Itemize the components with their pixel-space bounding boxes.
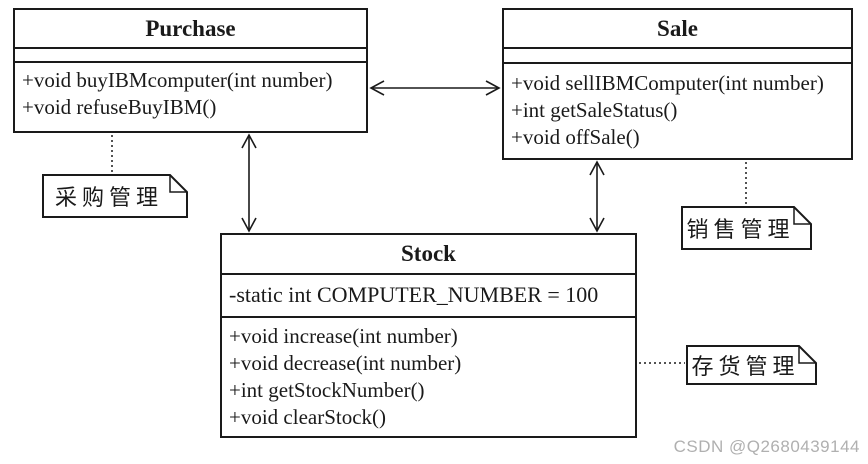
class-purchase-methods: +void buyIBMcomputer(int number) +void r… (15, 63, 366, 131)
note-shape-icon (42, 174, 188, 218)
note-purchase-management: 采购管理 (42, 174, 188, 218)
class-sale-methods: +void sellIBMComputer(int number) +int g… (504, 64, 851, 158)
method: +int getStockNumber() (229, 378, 425, 402)
method: +void refuseBuyIBM() (22, 95, 217, 119)
method: +void buyIBMcomputer(int number) (22, 68, 333, 92)
class-purchase: Purchase +void buyIBMcomputer(int number… (13, 8, 368, 133)
note-sale-management: 销售管理 (681, 206, 812, 250)
note-shape-icon (686, 345, 817, 385)
note-text: 采购管理 (54, 185, 163, 210)
note-text: 销售管理 (686, 217, 795, 242)
class-purchase-title: Purchase (15, 10, 366, 49)
association-purchase-stock-arrow (241, 133, 257, 233)
class-sale-attributes (504, 49, 851, 64)
class-purchase-attributes (15, 49, 366, 63)
association-purchase-sale-arrow (369, 80, 501, 96)
attribute: -static int COMPUTER_NUMBER = 100 (229, 282, 599, 307)
method: +void clearStock() (229, 405, 387, 429)
class-sale: Sale +void sellIBMComputer(int number) +… (502, 8, 853, 160)
association-sale-stock-arrow (589, 160, 605, 233)
note-stock-management: 存货管理 (686, 345, 817, 385)
method: +void offSale() (511, 125, 640, 149)
class-stock-attributes: -static int COMPUTER_NUMBER = 100 (222, 275, 635, 318)
method: +void sellIBMComputer(int number) (511, 71, 824, 95)
method: +void decrease(int number) (229, 351, 462, 375)
note-text: 存货管理 (691, 354, 800, 379)
method: +int getSaleStatus() (511, 98, 678, 122)
watermark: CSDN @Q2680439144 (673, 437, 860, 456)
note-shape-icon (681, 206, 812, 250)
class-stock: Stock -static int COMPUTER_NUMBER = 100 … (220, 233, 637, 438)
method: +void increase(int number) (229, 324, 458, 348)
class-sale-title: Sale (504, 10, 851, 49)
class-stock-title: Stock (222, 235, 635, 275)
class-stock-methods: +void increase(int number) +void decreas… (222, 318, 635, 436)
